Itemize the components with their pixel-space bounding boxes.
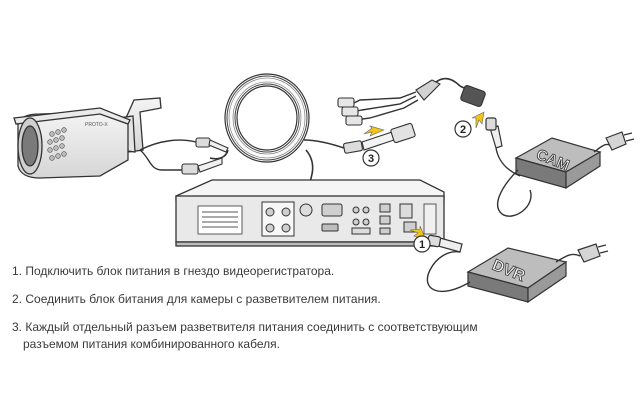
dvr <box>175 179 445 247</box>
step-text-continued: разъемом питания комбинированного кабеля… <box>23 337 280 351</box>
step-number: 3. <box>12 320 23 334</box>
step-number: 2. <box>12 292 23 306</box>
instruction-step-3: 3. Каждый отдельный разъем разветвителя … <box>12 319 482 353</box>
svg-text:1: 1 <box>419 239 425 251</box>
dvr-power-supply: DVR <box>426 234 609 304</box>
step-text: Каждый отдельный разъем разветвителя пит… <box>25 320 478 334</box>
power-splitter <box>337 77 486 126</box>
callout-3: 3 <box>362 149 380 167</box>
dvr-video-inputs <box>261 201 295 237</box>
instruction-step-2: 2. Соединить блок битания для камеры с р… <box>12 291 482 308</box>
step-text: Соединить блок битания для камеры с разв… <box>25 292 381 306</box>
camera-power-supply: CAM <box>485 117 635 217</box>
step-number: 1. <box>12 264 23 278</box>
dvr-vga-port <box>321 203 343 217</box>
instruction-step-1: 1. Подключить блок питания в гнездо виде… <box>12 263 482 280</box>
dvr-usb-lan-ports <box>379 203 391 235</box>
step-text: Подключить блок питания в гнездо видеоре… <box>25 264 335 278</box>
instructions-list: 1. Подключить блок питания в гнездо виде… <box>12 263 482 364</box>
cable-coil <box>209 73 345 197</box>
camera-brand: PROTO-X <box>85 122 108 128</box>
dvr-hdmi-port <box>321 223 339 232</box>
callout-2: 2 <box>454 120 472 138</box>
svg-text:3: 3 <box>368 153 374 165</box>
dvr-audio-ports <box>351 206 371 235</box>
arrow-step-3 <box>363 125 385 137</box>
camera-pigtail <box>139 139 197 171</box>
svg-text:2: 2 <box>460 124 466 136</box>
camera-pigtail-connectors <box>181 137 229 175</box>
dvr-label-plate <box>197 205 243 235</box>
dvr-power-jack <box>403 221 417 233</box>
camera-ir-leds <box>47 127 67 161</box>
arrow-step-2 <box>471 111 485 129</box>
dvr-power-switch <box>399 203 413 219</box>
splitter-plug <box>343 122 416 154</box>
camera: PROTO-X <box>13 97 162 179</box>
callout-1: 1 <box>413 235 431 253</box>
